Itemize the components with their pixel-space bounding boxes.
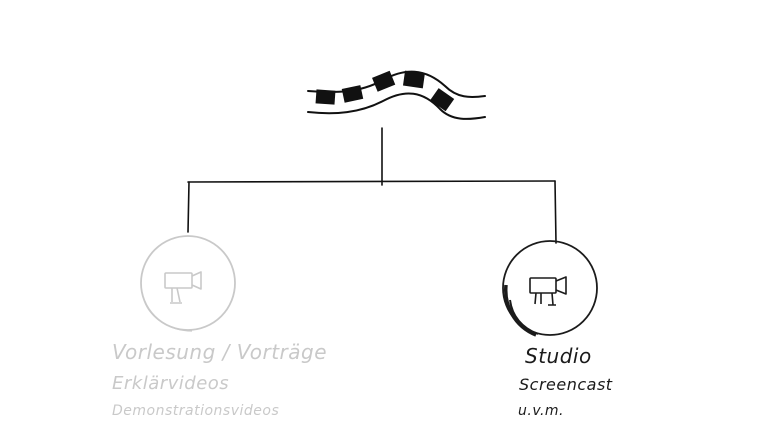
video-camera-icon (164, 271, 202, 304)
left-node-label-line3: Demonstrationsvideos (112, 403, 280, 419)
video-camera-icon (529, 276, 567, 306)
right-node-label-line2: Screencast (519, 375, 613, 394)
left-node-label-line2: Erklärvideos (112, 373, 230, 394)
film-strip-icon (307, 70, 486, 120)
left-node-circle (140, 235, 236, 332)
tree-connectors (187, 127, 557, 244)
right-node-circle (502, 240, 598, 337)
right-node-label-line1: Studio (525, 344, 592, 368)
left-node-label-line1: Vorlesung / Vorträge (112, 340, 328, 364)
right-node-label-line3: u.v.m. (518, 403, 565, 419)
